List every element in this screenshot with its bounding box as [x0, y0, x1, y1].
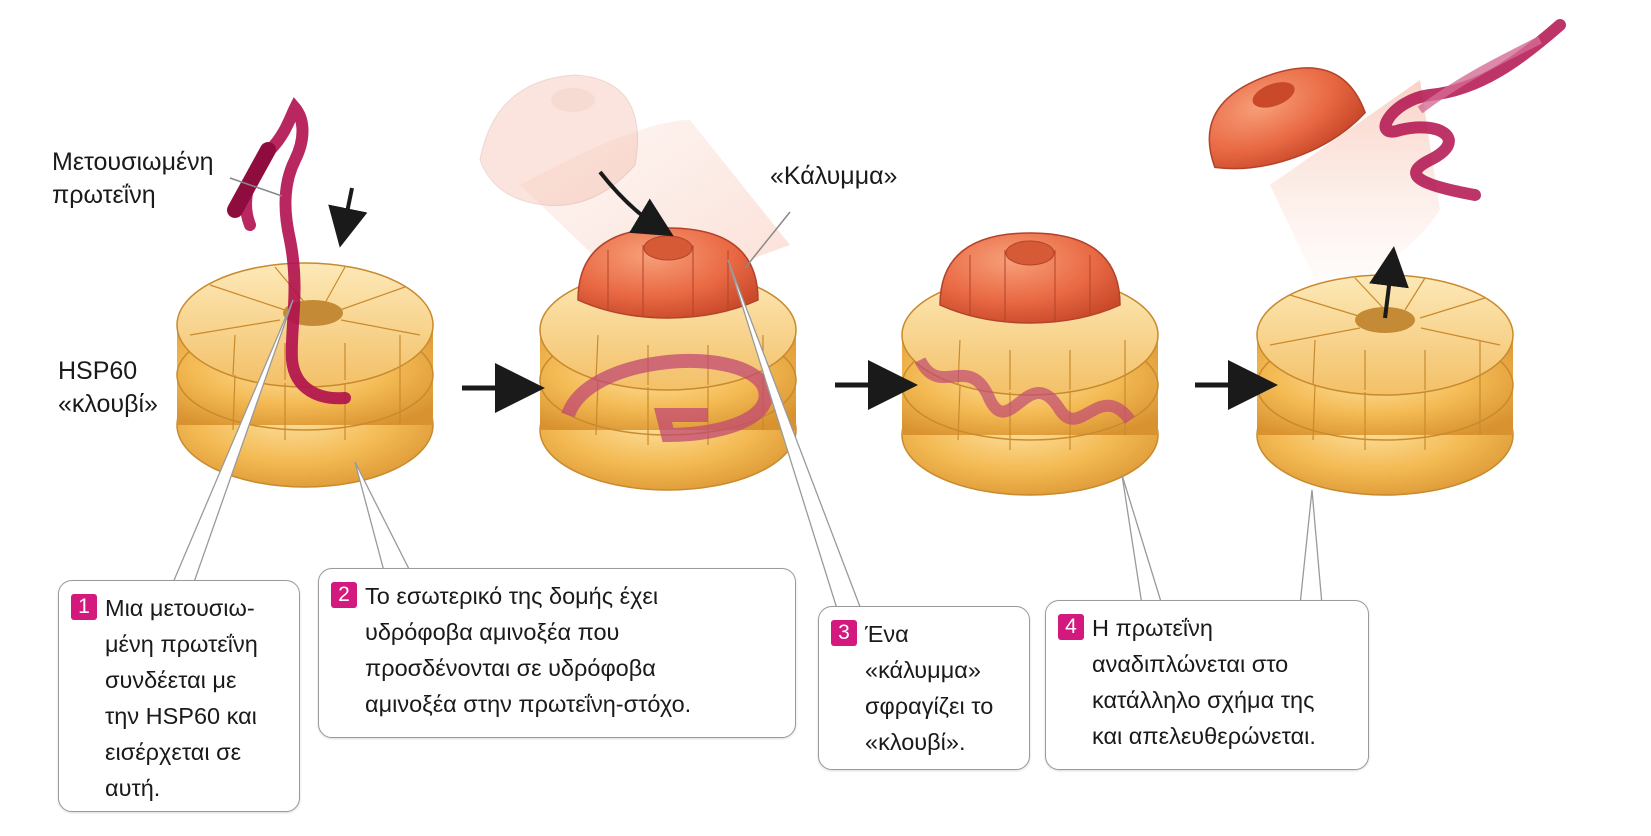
label-lid: «Κάλυμμα»: [770, 160, 897, 193]
step-3-text: Ένα «κάλυμμα» σφραγίζει το «κλουβί».: [865, 616, 993, 760]
hsp60-cage-1: [177, 263, 433, 487]
step-4-callout: 4 Η πρωτεΐνη αναδιπλώνεται στο κατάλληλο…: [1045, 600, 1369, 770]
step-1-text: Μια μετουσιω- μένη πρωτεΐνη συνδέεται με…: [105, 590, 258, 806]
step-4-badge: 4: [1058, 614, 1084, 640]
step-4-text: Η πρωτεΐνη αναδιπλώνεται στο κατάλληλο σ…: [1092, 610, 1316, 754]
step-2-callout: 2 Το εσωτερικό της δομής έχει υδρόφοβα α…: [318, 568, 796, 738]
label-translated-protein: Μετουσιωμένη πρωτεΐνη: [52, 146, 214, 212]
step-1-callout: 1 Μια μετουσιω- μένη πρωτεΐνη συνδέεται …: [58, 580, 300, 812]
step-1-badge: 1: [71, 594, 97, 620]
step-3-callout: 3 Ένα «κάλυμμα» σφραγίζει το «κλουβί».: [818, 606, 1030, 770]
step-2-badge: 2: [331, 582, 357, 608]
step-2-text: Το εσωτερικό της δομής έχει υδρόφοβα αμι…: [365, 578, 691, 722]
label-hsp60-cage: HSP60 «κλουβί»: [58, 355, 158, 421]
step-3-badge: 3: [831, 620, 857, 646]
